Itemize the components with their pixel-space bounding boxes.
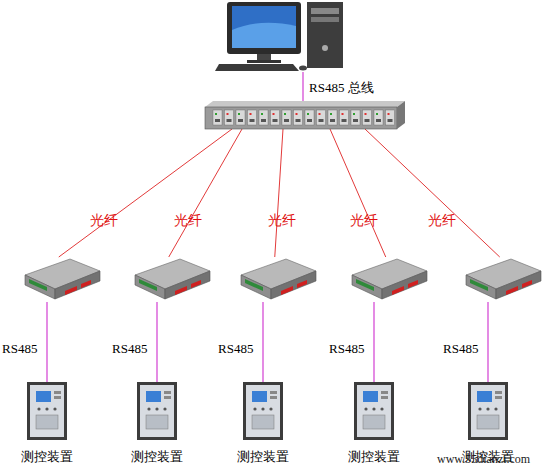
fiber-converter-art — [135, 257, 210, 302]
rs485-line — [262, 302, 263, 382]
control-device-shape — [27, 382, 67, 440]
fiber-converter — [135, 257, 210, 302]
watermark: www.55dianzi.com — [437, 452, 530, 467]
control-device-art — [27, 382, 67, 440]
fiber-converter-art — [352, 257, 427, 302]
fiber-line — [59, 129, 232, 257]
fiber-line — [169, 129, 242, 257]
control-device: 测控装置 — [27, 382, 67, 440]
computer-icon-shape — [215, 2, 343, 71]
bus-line — [302, 72, 303, 101]
control-device-art — [468, 382, 508, 440]
control-device: 测控装置 — [137, 382, 177, 440]
control-device-shape — [354, 382, 394, 440]
connection-label: RS485 — [112, 341, 147, 357]
device-label: 测控装置 — [7, 448, 87, 466]
converter-rack — [205, 101, 405, 129]
rs485-line — [156, 302, 157, 382]
fiber-converter — [241, 257, 316, 302]
fiber-converter — [466, 257, 541, 302]
fiber-converter-art — [466, 257, 541, 302]
connection-label: RS485 总线 — [309, 79, 374, 97]
rs485-line — [46, 302, 47, 382]
control-device-art — [354, 382, 394, 440]
control-device: 测控装置 — [243, 382, 283, 440]
fiber-converter-shape — [352, 259, 427, 299]
control-device-shape — [137, 382, 177, 440]
fiber-converter-art — [241, 257, 316, 302]
rs485-line — [487, 302, 488, 382]
fiber-converter-art — [25, 257, 100, 302]
connection-label: RS485 — [329, 341, 364, 357]
computer-icon — [215, 0, 350, 72]
connection-label: 光纤 — [90, 212, 118, 230]
fiber-converter — [352, 257, 427, 302]
connection-label: RS485 — [443, 341, 478, 357]
connection-label: RS485 — [2, 341, 37, 357]
fiber-converter-shape — [25, 259, 100, 299]
converter-rack-art — [205, 101, 405, 129]
fiber-converter-shape — [466, 259, 541, 299]
fiber-line — [365, 129, 500, 257]
control-device: 测控装置 — [354, 382, 394, 440]
device-label: 测控装置 — [223, 448, 303, 466]
control-device-art — [137, 382, 177, 440]
connection-label: 光纤 — [268, 212, 296, 230]
rs485-line — [373, 302, 374, 382]
fiber-converter — [25, 257, 100, 302]
connection-label: 光纤 — [428, 212, 456, 230]
connection-label: RS485 — [218, 341, 253, 357]
converter-rack-shape — [205, 101, 405, 129]
device-label: 测控装置 — [117, 448, 197, 466]
fiber-converter-shape — [241, 259, 316, 299]
computer-icon-art — [215, 0, 350, 72]
control-device-shape — [243, 382, 283, 440]
fiber-line — [275, 129, 283, 257]
connection-label: 光纤 — [174, 212, 202, 230]
control-device-art — [243, 382, 283, 440]
control-device: 测控装置 — [468, 382, 508, 440]
device-label: 测控装置 — [334, 448, 414, 466]
fiber-line — [330, 129, 386, 257]
fiber-converter-shape — [135, 259, 210, 299]
control-device-shape — [468, 382, 508, 440]
connection-label: 光纤 — [350, 212, 378, 230]
